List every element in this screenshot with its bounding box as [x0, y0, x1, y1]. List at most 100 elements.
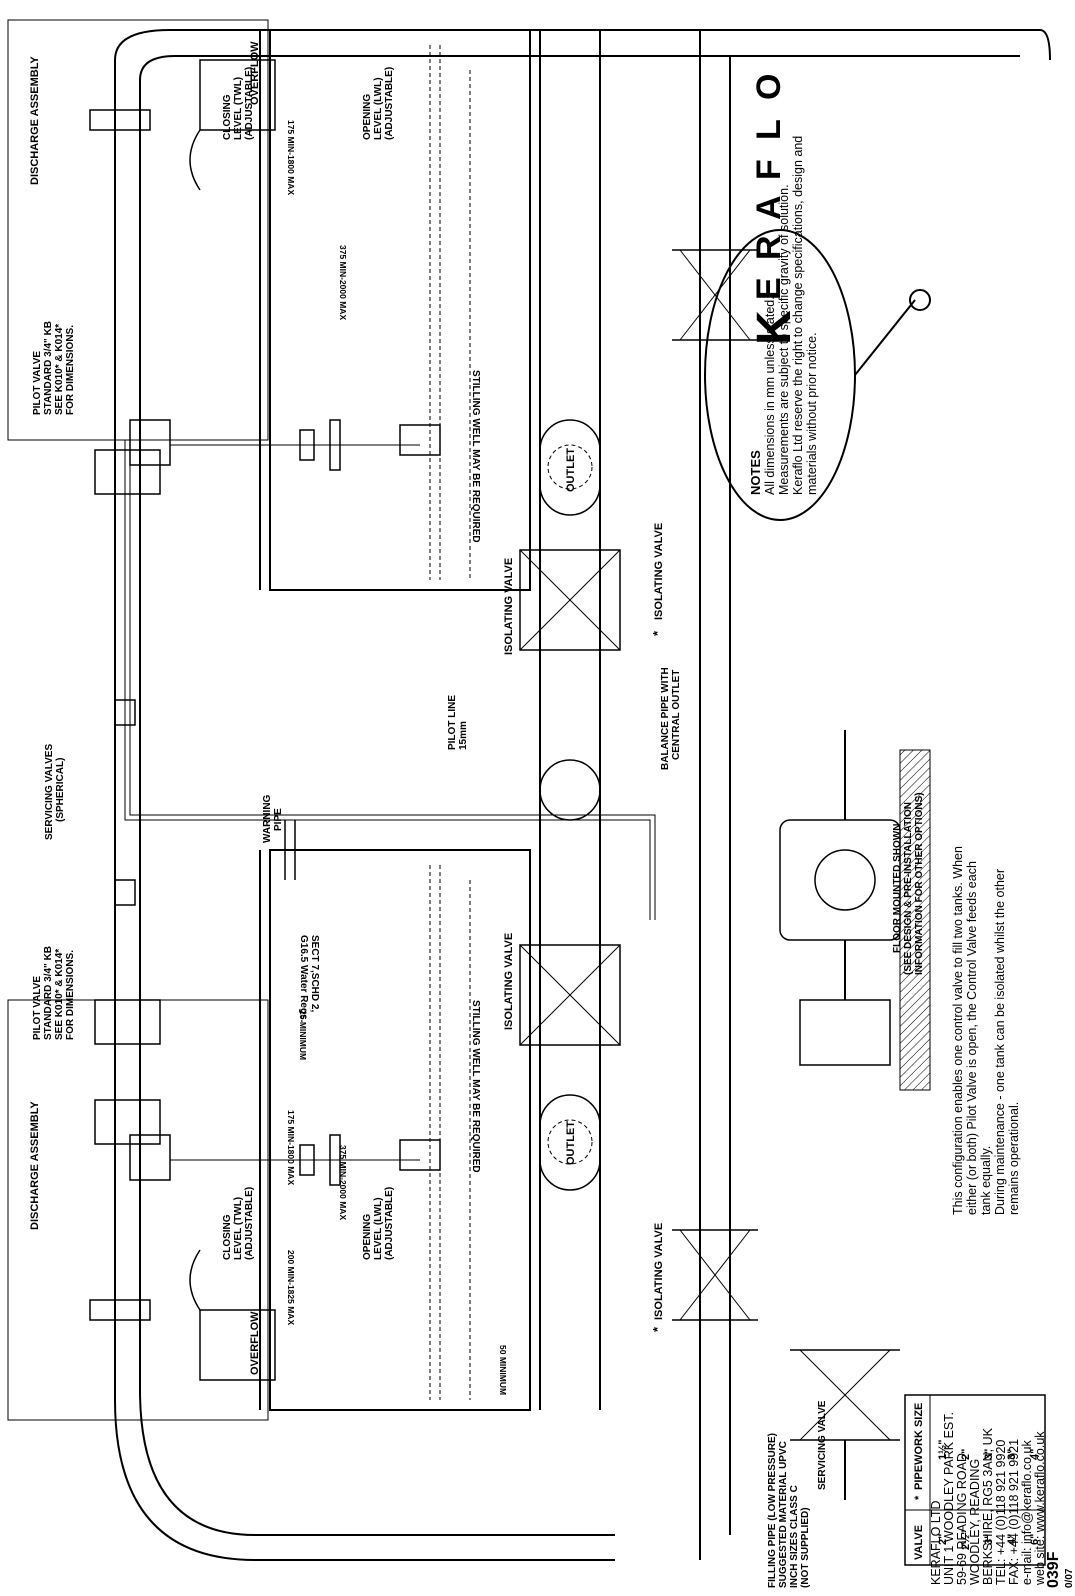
svg-text:ISOLATING VALVE: ISOLATING VALVE [503, 933, 515, 1030]
description-block: This configuration enables one control v… [951, 846, 1021, 1215]
svg-text:4": 4" [1006, 1534, 1018, 1545]
outlet-left [539, 419, 601, 516]
svg-text:(ADJUSTABLE): (ADJUSTABLE) [244, 1187, 255, 1260]
label-servicing-valves: SERVICING VALVES (SPHERICAL) [44, 744, 66, 840]
label-stilling-well-left: STILLING WELL MAY BE REQUIRED [470, 370, 481, 543]
svg-text:FOR DIMENSIONS.: FOR DIMENSIONS. [65, 325, 76, 415]
isolating-valve-balance-right [519, 944, 621, 1046]
svg-text:15mm: 15mm [458, 721, 469, 750]
label-asterisk-fill-right: * [650, 1326, 665, 1332]
svg-text:CLOSING: CLOSING [222, 1214, 233, 1260]
svg-text:DISCHARGE ASSEMBLY: DISCHARGE ASSEMBLY [29, 1101, 41, 1230]
svg-text:G16.5 Water Regs.: G16.5 Water Regs. [298, 935, 309, 1023]
svg-text:A: A [750, 195, 788, 220]
label-pilot-line: PILOT LINE 15mm [447, 695, 469, 750]
svg-text:SEE K010* & K014*: SEE K010* & K014* [54, 949, 65, 1040]
isolating-valve-fill-left [672, 249, 758, 341]
label-isolating-balance-right: ISOLATING VALVE [503, 933, 515, 1030]
svg-text:(SEE DESIGN & PRE-INSTALLATION: (SEE DESIGN & PRE-INSTALLATION [903, 802, 914, 975]
svg-text:remains operational.: remains operational. [1007, 1102, 1021, 1215]
svg-text:e-mail: info@keraflo.co.uk: e-mail: info@keraflo.co.uk [1020, 1440, 1034, 1585]
svg-text:3": 3" [983, 1449, 995, 1460]
notes-heading: NOTES [748, 450, 763, 495]
dim-25-min: 25 MINIMUM [298, 1010, 308, 1060]
label-outlet-left: OUTLET [565, 448, 577, 492]
label-discharge-right: DISCHARGE ASSEMBLY [29, 1101, 41, 1230]
svg-text:All dimensions in mm unless st: All dimensions in mm unless stated. [763, 296, 777, 495]
svg-text:ISOLATING VALVE: ISOLATING VALVE [653, 1223, 665, 1320]
svg-text:FILLING PIPE (LOW PRESSURE): FILLING PIPE (LOW PRESSURE) [767, 1433, 778, 1588]
svg-text:2½": 2½" [960, 1529, 972, 1550]
svg-text:FLOOR MOUNTED SHOWN: FLOOR MOUNTED SHOWN [892, 824, 903, 953]
label-sect7: SECT 7,SCHD 2, G16.5 Water Regs. [298, 935, 320, 1023]
label-overflow-right: OVERFLOW [249, 1311, 261, 1375]
svg-text:PIPE: PIPE [273, 808, 284, 831]
svg-text:K: K [748, 310, 801, 345]
svg-text:LEVEL (TWL): LEVEL (TWL) [233, 1197, 244, 1260]
svg-text:STANDARD 3/4" KB: STANDARD 3/4" KB [43, 321, 54, 415]
outlet-right [539, 1094, 601, 1191]
svg-text:OVERFLOW: OVERFLOW [249, 41, 261, 105]
svg-text:*: * [650, 630, 665, 636]
svg-text:FOR DIMENSIONS.: FOR DIMENSIONS. [65, 950, 76, 1040]
dim-375-right: 375 MIN-2000 MAX [338, 1145, 348, 1220]
drawing-number: 039F [1045, 1551, 1062, 1588]
svg-text:VALVE: VALVE [913, 1525, 925, 1560]
svg-text:O: O [750, 74, 788, 100]
svg-text:OVERFLOW: OVERFLOW [249, 1311, 261, 1375]
svg-text:BERKSHIRE, RG5 3AN, UK: BERKSHIRE, RG5 3AN, UK [981, 1427, 995, 1585]
svg-text:LEVEL (TWL): LEVEL (TWL) [233, 77, 244, 140]
notes-block: NOTES All dimensions in mm unless stated… [748, 136, 819, 495]
warning-pipe [284, 820, 296, 880]
svg-text:SERVICING VALVE: SERVICING VALVE [817, 1400, 828, 1490]
svg-text:ISOLATING VALVE: ISOLATING VALVE [503, 558, 515, 655]
control-valve [779, 730, 901, 1066]
svg-text:175 MIN-1800 MAX: 175 MIN-1800 MAX [286, 120, 296, 195]
svg-text:LEVEL (LWL): LEVEL (LWL) [373, 1197, 384, 1260]
label-isolating-fill-left: ISOLATING VALVE [653, 523, 665, 620]
svg-text:OUTLET: OUTLET [565, 448, 577, 492]
svg-text:(ADJUSTABLE): (ADJUSTABLE) [384, 67, 395, 140]
svg-text:25 MINIMUM: 25 MINIMUM [298, 1010, 308, 1060]
label-floor-mounted: FLOOR MOUNTED SHOWN (SEE DESIGN & PRE-IN… [892, 792, 925, 975]
svg-text:ISOLATING VALVE: ISOLATING VALVE [653, 523, 665, 620]
svg-text:175 MIN-1800 MAX: 175 MIN-1800 MAX [286, 1110, 296, 1185]
svg-text:WOODLEY, READING: WOODLEY, READING [968, 1459, 982, 1585]
label-isolating-balance-left: ISOLATING VALVE [503, 558, 515, 655]
dim-50-min: 50 MINIMUM [498, 1345, 508, 1395]
svg-text:UNIT 1 WOODLEY PARK EST.: UNIT 1 WOODLEY PARK EST. [942, 1412, 956, 1585]
svg-text:SECT 7,SCHD 2,: SECT 7,SCHD 2, [309, 935, 320, 1012]
discharge-assembly-right [7, 999, 276, 1421]
svg-text:SUGGESTED MATERIAL UPVC: SUGGESTED MATERIAL UPVC [778, 1441, 789, 1588]
label-overflow-left: OVERFLOW [249, 41, 261, 105]
float-assembly-left [129, 419, 441, 471]
svg-text:This configuration enables one: This configuration enables one control v… [951, 846, 965, 1215]
label-opening-right: OPENING LEVEL (LWL) (ADJUSTABLE) [362, 1187, 395, 1260]
svg-text:0/07: 0/07 [1064, 1568, 1075, 1588]
discharge-assembly-left [7, 19, 276, 441]
svg-text:PIPEWORK SIZE: PIPEWORK SIZE [913, 1403, 925, 1490]
svg-text:375 MIN-2000 MAX: 375 MIN-2000 MAX [338, 245, 348, 320]
label-opening-left: OPENING LEVEL (LWL) (ADJUSTABLE) [362, 67, 395, 140]
svg-text:(SPHERICAL): (SPHERICAL) [55, 758, 66, 822]
drawing-number-sub: 0/07 [1064, 1568, 1075, 1588]
svg-text:OPENING: OPENING [362, 1214, 373, 1260]
svg-text:During maintenance - one tank: During maintenance - one tank can be iso… [993, 869, 1007, 1215]
svg-text:1½": 1½" [937, 1439, 949, 1460]
svg-text:STILLING WELL MAY BE REQUIRED: STILLING WELL MAY BE REQUIRED [470, 1000, 481, 1173]
svg-text:PILOT VALVE: PILOT VALVE [32, 976, 43, 1040]
isolating-valve-balance-left [519, 549, 621, 651]
svg-text:BALANCE PIPE WITH: BALANCE PIPE WITH [660, 667, 671, 770]
floor-hatch [899, 749, 931, 1091]
svg-text:59-69 READING ROAD: 59-69 READING ROAD [955, 1453, 969, 1585]
svg-text:LEVEL (LWL): LEVEL (LWL) [373, 77, 384, 140]
svg-text:F: F [750, 159, 788, 180]
dim-175-left: 175 MIN-1800 MAX [286, 120, 296, 195]
label-servicing-valve: SERVICING VALVE [817, 1400, 828, 1490]
label-closing-right: CLOSING LEVEL (TWL) (ADJUSTABLE) [222, 1187, 255, 1260]
label-closing-left: CLOSING LEVEL (TWL) (ADJUSTABLE) [222, 67, 255, 140]
svg-text:(ADJUSTABLE): (ADJUSTABLE) [244, 67, 255, 140]
servicing-valve [790, 1349, 900, 1500]
